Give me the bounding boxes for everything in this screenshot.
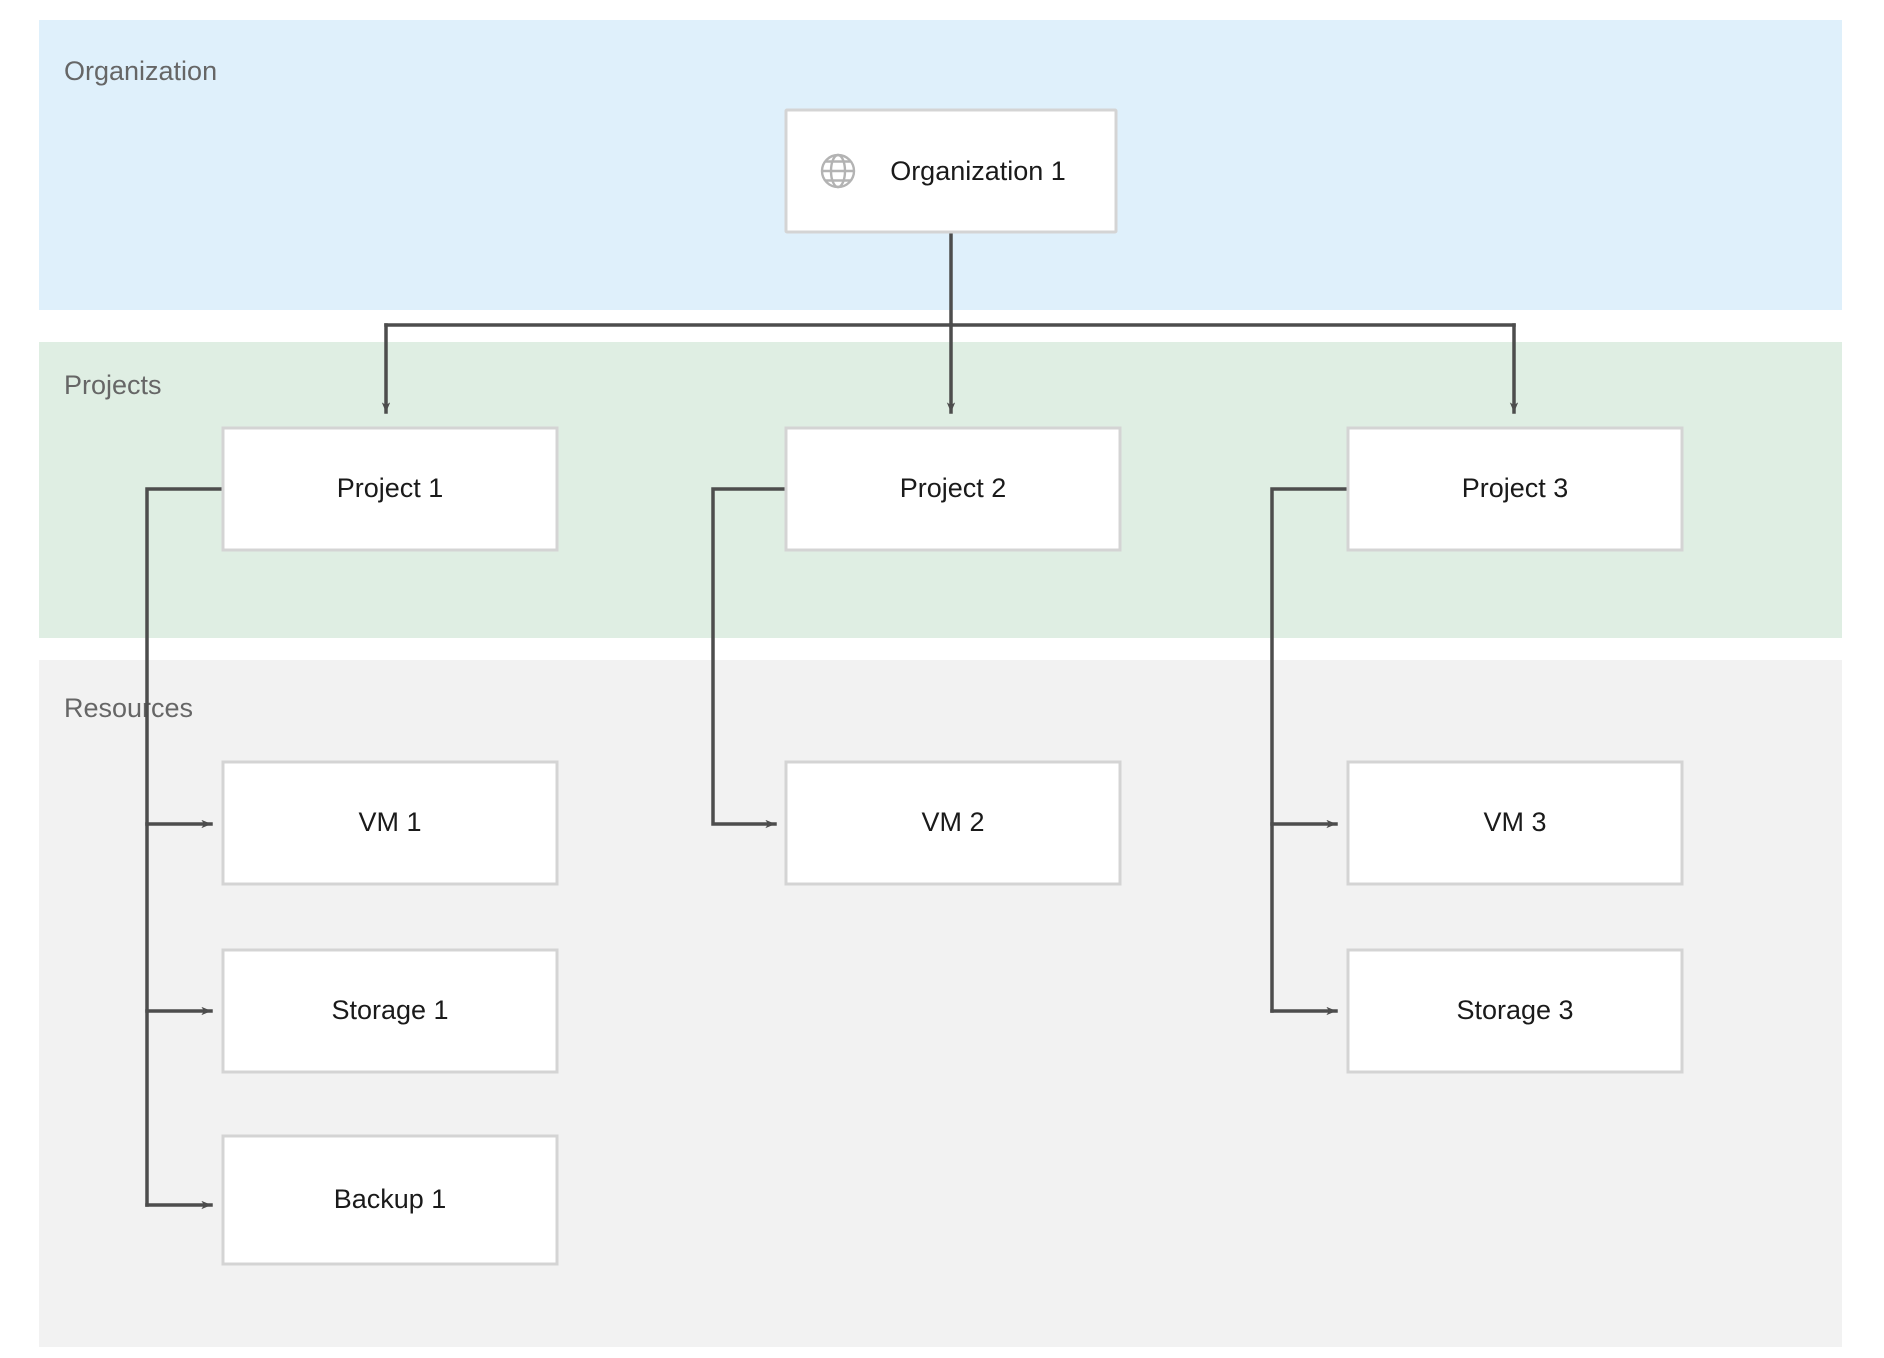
- edge-project2-to-vm2: [711, 487, 788, 829]
- node-project-2-label: Project 2: [900, 473, 1007, 503]
- node-vm-3[interactable]: VM 3: [1346, 760, 1684, 886]
- node-backup-1-label: Backup 1: [334, 1184, 447, 1214]
- node-organization-1-box[interactable]: [784, 108, 1118, 234]
- edge-project1-trunk: [145, 487, 225, 1207]
- node-vm-2-label: VM 2: [921, 807, 984, 837]
- node-project-3-label: Project 3: [1462, 473, 1569, 503]
- node-vm-2[interactable]: VM 2: [784, 760, 1122, 886]
- globe-icon: [820, 153, 856, 189]
- edge-group-project2-to-resources: [711, 487, 788, 829]
- node-project-2[interactable]: Project 2: [784, 426, 1122, 552]
- node-backup-1[interactable]: Backup 1: [221, 1134, 559, 1266]
- node-storage-1-box[interactable]: [221, 948, 559, 1074]
- edge-group-org-to-projects: [381, 230, 1519, 414]
- node-vm-1[interactable]: VM 1: [221, 760, 559, 886]
- node-project-1-box[interactable]: [221, 426, 559, 552]
- node-project-2-box[interactable]: [784, 426, 1122, 552]
- node-vm-3-label: VM 3: [1483, 807, 1546, 837]
- node-storage-3-label: Storage 3: [1456, 995, 1573, 1025]
- node-project-1[interactable]: Project 1: [221, 426, 559, 552]
- node-project-3-box[interactable]: [1346, 426, 1684, 552]
- node-project-3[interactable]: Project 3: [1346, 426, 1684, 552]
- node-storage-3-box[interactable]: [1346, 948, 1684, 1074]
- node-project-1-label: Project 1: [337, 473, 444, 503]
- node-organization-1[interactable]: Organization 1: [784, 108, 1118, 234]
- node-vm-3-box[interactable]: [1346, 760, 1684, 886]
- node-backup-1-box[interactable]: [221, 1134, 559, 1266]
- node-vm-1-label: VM 1: [358, 807, 421, 837]
- edge-project3-trunk: [1270, 487, 1350, 1013]
- band-projects-label: Projects: [64, 370, 162, 400]
- edge-group-project3-to-resources: [1270, 487, 1350, 1016]
- node-storage-3[interactable]: Storage 3: [1346, 948, 1684, 1074]
- edge-group-project1-to-resources: [145, 487, 225, 1210]
- node-vm-2-box[interactable]: [784, 760, 1122, 886]
- band-resources-label: Resources: [64, 693, 193, 723]
- band-organization-label: Organization: [64, 56, 217, 86]
- node-storage-1-label: Storage 1: [331, 995, 448, 1025]
- node-organization-1-label: Organization 1: [890, 156, 1066, 186]
- node-vm-1-box[interactable]: [221, 760, 559, 886]
- node-storage-1[interactable]: Storage 1: [221, 948, 559, 1074]
